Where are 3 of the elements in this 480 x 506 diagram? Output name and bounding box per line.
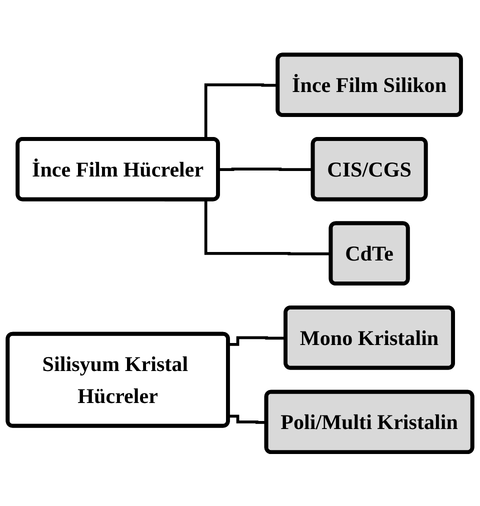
connector [228, 336, 286, 346]
connector [218, 167, 314, 171]
connector [228, 414, 267, 424]
